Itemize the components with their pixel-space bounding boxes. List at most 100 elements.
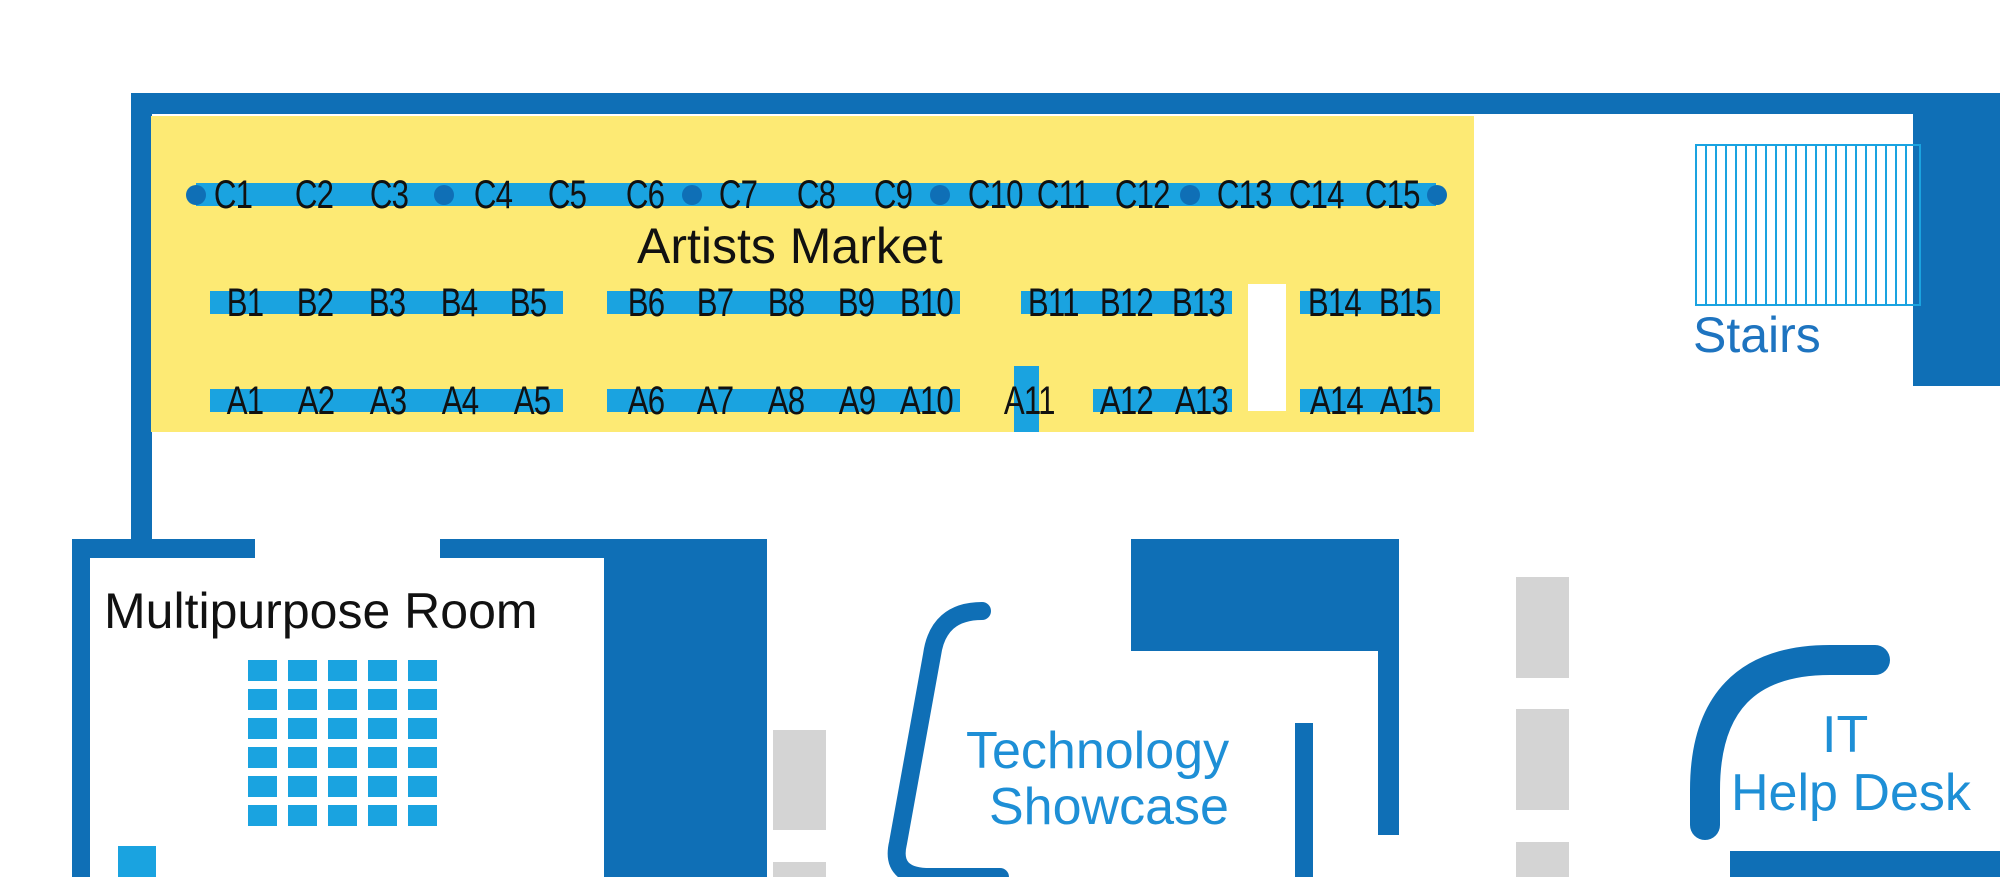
- seat: [288, 805, 317, 826]
- seat: [288, 718, 317, 739]
- row-c-dot: [186, 185, 206, 205]
- seat: [368, 718, 397, 739]
- booth-c13[interactable]: C13: [1216, 173, 1273, 217]
- booth-strip-b-left: [210, 291, 563, 314]
- table-grey: [1516, 577, 1569, 678]
- seat: [328, 689, 357, 710]
- booth-a3[interactable]: A3: [369, 379, 407, 423]
- booth-b14[interactable]: B14: [1307, 281, 1362, 325]
- booth-a11-marker: [1014, 366, 1039, 432]
- booth-b9[interactable]: B9: [837, 281, 875, 325]
- it-help-desk-wall: [1730, 851, 2000, 877]
- booth-a8[interactable]: A8: [767, 379, 805, 423]
- booth-c12[interactable]: C12: [1114, 173, 1171, 217]
- booth-a1[interactable]: A1: [226, 379, 264, 423]
- booth-a15[interactable]: A15: [1379, 379, 1434, 423]
- seat: [368, 747, 397, 768]
- booth-b4[interactable]: B4: [440, 281, 478, 325]
- market-aisle-gap: [1248, 284, 1286, 411]
- booth-a9[interactable]: A9: [838, 379, 876, 423]
- booth-c14[interactable]: C14: [1288, 173, 1345, 217]
- booth-c8[interactable]: C8: [796, 173, 836, 217]
- podium: [118, 846, 156, 877]
- row-c-dot: [930, 185, 950, 205]
- booth-a7[interactable]: A7: [696, 379, 734, 423]
- booth-strip-c: [196, 183, 1436, 206]
- booth-c11[interactable]: C11: [1036, 173, 1090, 217]
- technology-showcase-counter: [887, 602, 1009, 877]
- seat: [408, 689, 437, 710]
- booth-b7[interactable]: B7: [696, 281, 734, 325]
- row-c-dot: [1427, 185, 1447, 205]
- booth-c7[interactable]: C7: [718, 173, 758, 217]
- booth-a12[interactable]: A12: [1099, 379, 1154, 423]
- booth-b3[interactable]: B3: [368, 281, 406, 325]
- seat: [408, 776, 437, 797]
- booth-a13[interactable]: A13: [1174, 379, 1229, 423]
- seat: [328, 660, 357, 681]
- booth-b15[interactable]: B15: [1378, 281, 1433, 325]
- seat: [288, 660, 317, 681]
- booth-c2[interactable]: C2: [294, 173, 334, 217]
- technology-showcase-label-line1[interactable]: Technology: [966, 722, 1230, 780]
- wall-right-block: [1913, 93, 2000, 386]
- booth-c10[interactable]: C10: [967, 173, 1024, 217]
- booth-b10[interactable]: B10: [899, 281, 954, 325]
- booth-a14[interactable]: A14: [1309, 379, 1364, 423]
- booth-c15[interactable]: C15: [1364, 173, 1421, 217]
- seat: [368, 776, 397, 797]
- booth-strip-a-right1: [1093, 389, 1232, 412]
- booth-b2[interactable]: B2: [296, 281, 334, 325]
- booth-strip-a-mid: [607, 389, 960, 412]
- it-help-desk-label-line2[interactable]: Help Desk: [1731, 764, 1971, 822]
- booth-b11[interactable]: B11: [1027, 281, 1080, 325]
- tech-wall-block: [1131, 539, 1399, 651]
- seat: [248, 776, 277, 797]
- booth-c4[interactable]: C4: [473, 173, 513, 217]
- it-help-desk-counter: [1690, 645, 1890, 840]
- it-help-desk-label-line1[interactable]: IT: [1822, 706, 1869, 764]
- table-grey: [1516, 842, 1569, 877]
- booth-b1[interactable]: B1: [226, 281, 264, 325]
- seat: [248, 805, 277, 826]
- booth-c1[interactable]: C1: [213, 173, 253, 217]
- booth-a5[interactable]: A5: [513, 379, 551, 423]
- seat: [288, 689, 317, 710]
- seat: [328, 776, 357, 797]
- stairs-label[interactable]: Stairs: [1693, 307, 1821, 363]
- tech-wall-right: [1378, 539, 1399, 835]
- booth-strip-a-right2: [1300, 389, 1440, 412]
- table-grey: [773, 862, 826, 877]
- row-c-dot: [1180, 185, 1200, 205]
- booth-c9[interactable]: C9: [873, 173, 913, 217]
- seat: [368, 689, 397, 710]
- seat: [288, 747, 317, 768]
- multipurpose-wall-block: [604, 539, 767, 877]
- seat: [408, 805, 437, 826]
- booth-b13[interactable]: B13: [1171, 281, 1226, 325]
- seat: [408, 718, 437, 739]
- booth-b5[interactable]: B5: [509, 281, 547, 325]
- booth-c3[interactable]: C3: [369, 173, 409, 217]
- stairs-icon: [1695, 144, 1921, 306]
- seat: [248, 718, 277, 739]
- multipurpose-room-label[interactable]: Multipurpose Room: [104, 583, 538, 639]
- booth-c6[interactable]: C6: [625, 173, 665, 217]
- booth-a4[interactable]: A4: [441, 379, 479, 423]
- technology-showcase-label-line2[interactable]: Showcase: [989, 778, 1229, 836]
- seat: [328, 805, 357, 826]
- wall-top: [131, 93, 2000, 114]
- booth-c5[interactable]: C5: [547, 173, 587, 217]
- booth-b6[interactable]: B6: [627, 281, 665, 325]
- booth-a10[interactable]: A10: [899, 379, 954, 423]
- booth-a6[interactable]: A6: [627, 379, 665, 423]
- seat: [248, 689, 277, 710]
- booth-a11[interactable]: A11: [1003, 379, 1056, 423]
- seat: [288, 776, 317, 797]
- booth-strip-a-left: [210, 389, 563, 412]
- booth-b8[interactable]: B8: [767, 281, 805, 325]
- seat: [328, 747, 357, 768]
- seat: [248, 660, 277, 681]
- booth-a2[interactable]: A2: [297, 379, 335, 423]
- booth-b12[interactable]: B12: [1099, 281, 1154, 325]
